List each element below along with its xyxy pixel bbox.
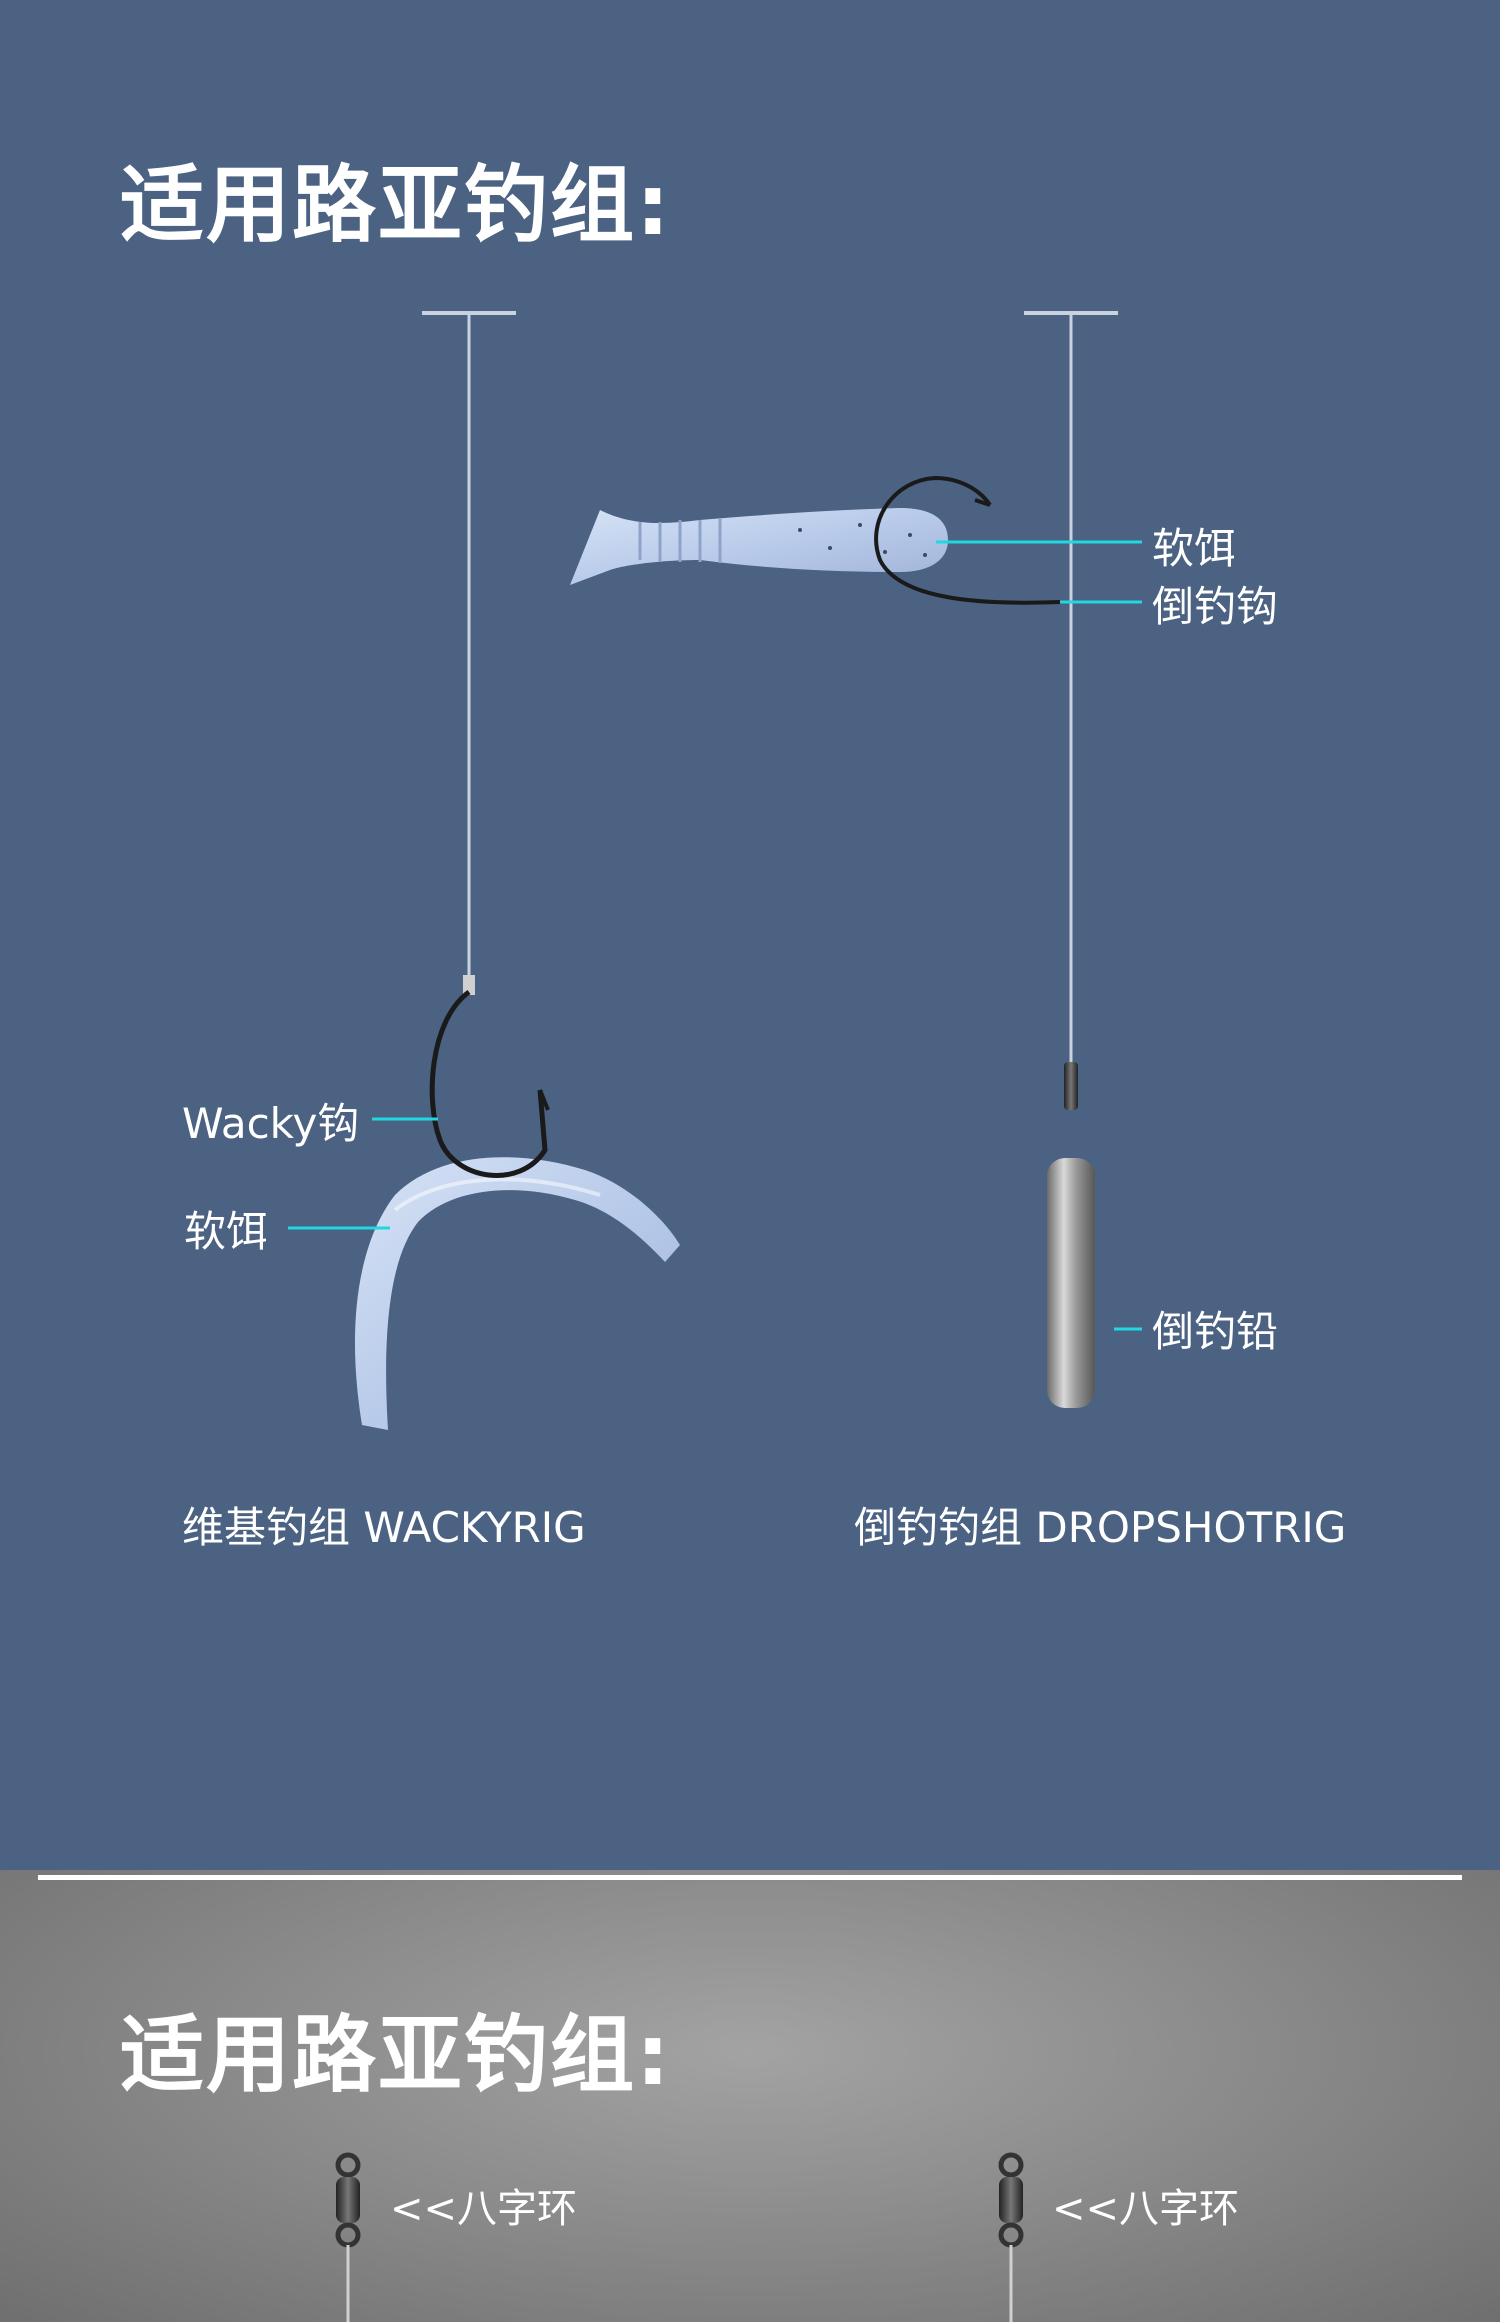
dropshot-sinker-label: 倒钓铅 — [1152, 1307, 1279, 1356]
dropshot-swivel — [1064, 1062, 1078, 1110]
wacky-soft-bait — [354, 1157, 680, 1430]
wacky-knot — [463, 975, 475, 995]
swivel-right — [998, 2152, 1024, 2322]
dropshot-sinker — [1047, 1158, 1095, 1408]
section-divider — [38, 1875, 1462, 1880]
swivel-left — [335, 2152, 361, 2322]
wacky-rig — [288, 311, 680, 1430]
wacky-hook — [429, 989, 548, 1178]
bottom-heading: 适用路亚钓组: — [120, 2006, 672, 2104]
wacky-caption: 维基钓组 WACKYRIG — [182, 1503, 586, 1552]
dropshot-caption: 倒钓钓组 DROPSHOTRIG — [854, 1503, 1347, 1552]
dropshot-rig — [570, 311, 1142, 1408]
top-panel — [0, 0, 1500, 1870]
dropshot-hook-label: 倒钓钩 — [1152, 582, 1279, 631]
wacky-bait-label: 软饵 — [184, 1207, 269, 1256]
swivel-right-label: <<八字环 — [1052, 2186, 1240, 2232]
swivel-left-label: <<八字环 — [390, 2186, 578, 2232]
dropshot-hook — [874, 475, 1061, 605]
top-heading: 适用路亚钓组: — [120, 156, 672, 254]
bottom-panel — [0, 1870, 1500, 2322]
wacky-hook-label: Wacky钩 — [182, 1099, 360, 1148]
dropshot-bait-label: 软饵 — [1152, 524, 1237, 573]
dropshot-soft-bait — [570, 508, 948, 585]
